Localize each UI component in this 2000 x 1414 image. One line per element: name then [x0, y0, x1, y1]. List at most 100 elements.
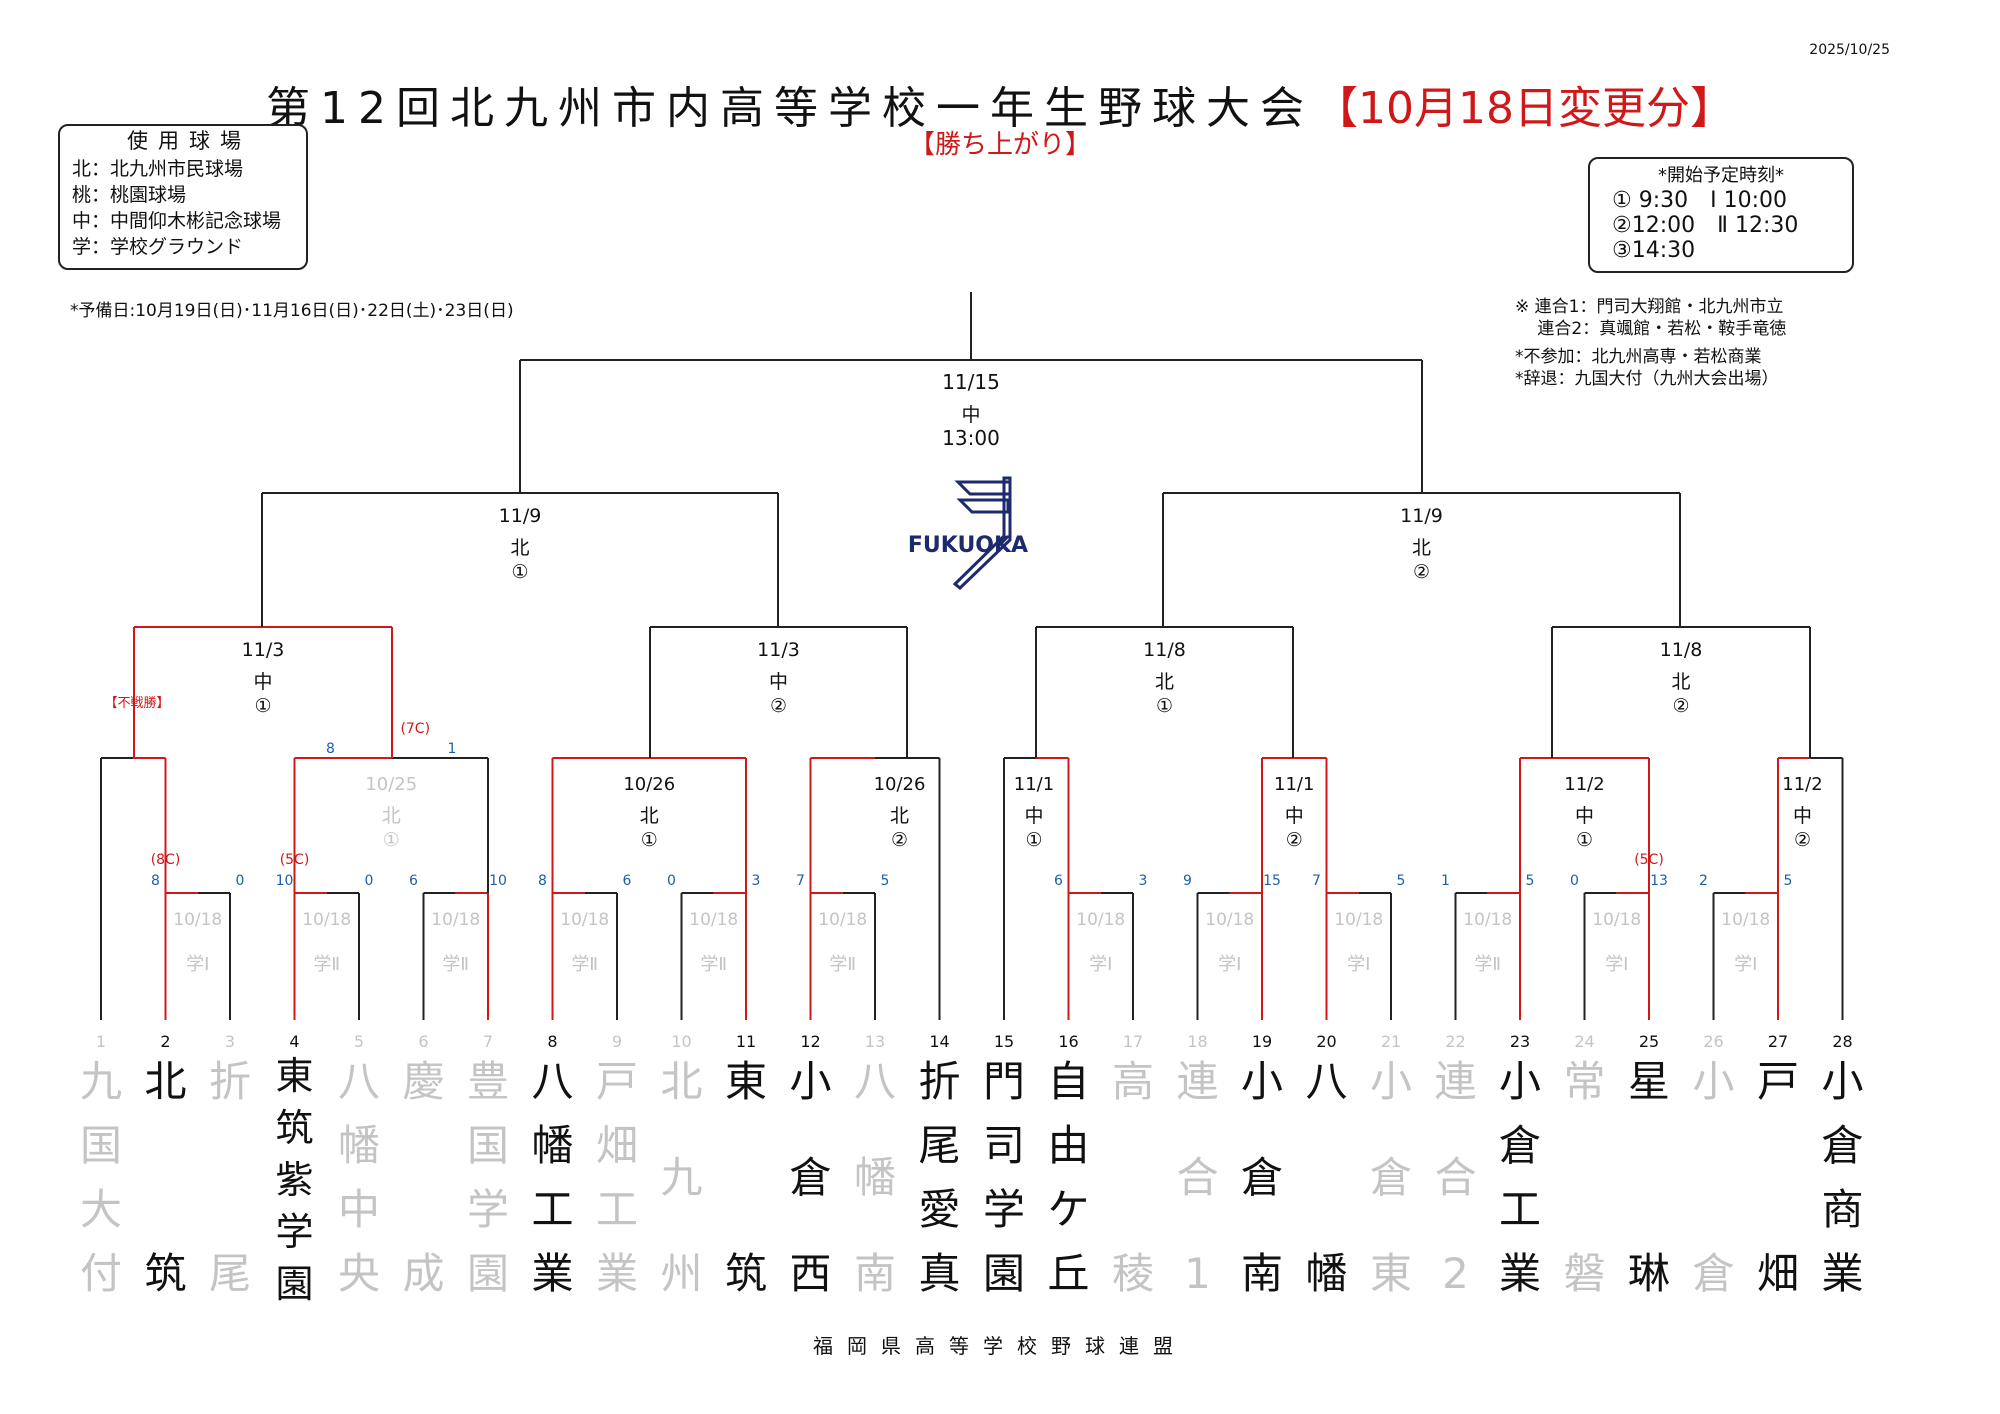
team-name: 門司学園: [982, 1057, 1025, 1298]
match-date: 11/9: [499, 505, 542, 527]
notes-block: ※ 連合1：門司大翔館・北九州市立 連合2：真颯館・若松・鞍手竜徳 *不参加：北…: [1515, 296, 1786, 390]
start-time-row: ① 9:30 Ⅰ 10:00: [1612, 188, 1788, 213]
team-number: 17: [1123, 1032, 1143, 1051]
match-date: 11/1: [1274, 774, 1314, 795]
team-name: 常磐: [1563, 1057, 1606, 1298]
team-number: 21: [1381, 1032, 1401, 1051]
match-note: (7C): [400, 721, 430, 737]
match-venue: 北: [510, 537, 529, 559]
match-date: 11/2: [1564, 774, 1604, 795]
note-line: *不参加：北九州高専・若松商業: [1515, 347, 1762, 367]
score: 9: [1183, 873, 1192, 889]
team-number: 23: [1510, 1032, 1530, 1051]
match-number: ②: [891, 829, 908, 851]
match-number: ①: [383, 829, 400, 851]
team-number: 13: [865, 1032, 885, 1051]
match-number: ①: [254, 695, 271, 717]
team-number: 15: [994, 1032, 1014, 1051]
match-venue: 学Ⅱ: [442, 954, 469, 975]
venue-item: 北：北九州市民球場: [72, 158, 244, 180]
team-number: 24: [1574, 1032, 1594, 1051]
score: 1: [1441, 873, 1450, 889]
match-venue: 学Ⅰ: [186, 954, 209, 975]
team-name: 自由ケ丘: [1047, 1057, 1090, 1298]
score: 0: [667, 873, 676, 889]
title-change-note: 【10月18日変更分】: [1314, 83, 1734, 134]
team-name: 小倉商業: [1821, 1057, 1864, 1298]
match-date: 10/18: [1076, 910, 1125, 930]
match-date: 10/18: [560, 910, 609, 930]
issue-date: 2025/10/25: [1809, 42, 1890, 58]
score: 6: [409, 873, 418, 889]
team-number: 26: [1703, 1032, 1723, 1051]
venues-box: 使用球場 北：北九州市民球場 桃：桃園球場 中：中間仰木彬記念球場 学：学校グラ…: [58, 124, 308, 270]
score: 6: [623, 873, 632, 889]
match-date: 11/2: [1782, 774, 1822, 795]
team-number: 10: [671, 1032, 691, 1051]
match-venue: 北: [1155, 671, 1174, 693]
score: 6: [1054, 873, 1063, 889]
venue-item: 中：中間仰木彬記念球場: [72, 210, 282, 232]
reserve-days: *予備日:10月19日(日)･11月16日(日)･22日(土)･23日(日): [70, 301, 514, 321]
team-name: 北九州: [660, 1057, 703, 1298]
match-venue: 中: [253, 671, 272, 693]
score: 7: [796, 873, 805, 889]
team-name: 小倉工業: [1498, 1057, 1541, 1298]
score: 0: [1570, 873, 1579, 889]
match-number: ①: [1156, 695, 1173, 717]
match-venue: 学Ⅰ: [1605, 954, 1628, 975]
page-title: 第12回北九州市内高等学校一年生野球大会【10月18日変更分】: [0, 72, 2000, 136]
venue-item: 学：学校グラウンド: [72, 236, 244, 258]
team-number: 8: [547, 1032, 557, 1051]
match-venue: 学Ⅱ: [571, 954, 598, 975]
match-venue: 中: [1285, 805, 1304, 827]
team-name: 折尾愛真: [918, 1057, 961, 1298]
match-date: 10/26: [874, 774, 926, 795]
score: 0: [365, 873, 374, 889]
team-number: 4: [289, 1032, 299, 1051]
score: 8: [326, 741, 335, 757]
start-times-box: *開始予定時刻* ① 9:30 Ⅰ 10:00 ②12:00 Ⅱ 12:30 ③…: [1588, 157, 1854, 273]
score: 3: [1139, 873, 1148, 889]
team-name: 八幡中央: [337, 1057, 380, 1298]
team-number: 19: [1252, 1032, 1272, 1051]
final-date: 11/15: [942, 370, 1000, 394]
team-number: 1: [96, 1032, 106, 1051]
match-date: 11/1: [1014, 774, 1054, 795]
team-name: 北筑: [144, 1057, 187, 1298]
team-number: 5: [354, 1032, 364, 1051]
final-venue: 中: [961, 404, 980, 426]
match-date: 10/18: [1721, 910, 1770, 930]
start-times-title: *開始予定時刻*: [1658, 165, 1784, 186]
score: 15: [1263, 873, 1281, 889]
score: 5: [1397, 873, 1406, 889]
score: 8: [538, 873, 547, 889]
team-name: 東筑: [724, 1057, 767, 1298]
match-venue: 北: [1671, 671, 1690, 693]
team-name: 星琳: [1627, 1057, 1670, 1298]
match-venue: 中: [1793, 805, 1812, 827]
match-date: 10/18: [689, 910, 738, 930]
match-number: ②: [1286, 829, 1303, 851]
match-number: ②: [770, 695, 787, 717]
score: 13: [1650, 873, 1668, 889]
score: 5: [881, 873, 890, 889]
score: 8: [151, 873, 160, 889]
team-name: 八幡: [1305, 1057, 1348, 1298]
match-number: ①: [641, 829, 658, 851]
score: 10: [276, 873, 294, 889]
team-number: 9: [612, 1032, 622, 1051]
team-number: 12: [800, 1032, 820, 1051]
match-number: ①: [1576, 829, 1593, 851]
match-note: 【不戦勝】: [104, 696, 169, 711]
team-name: 豊国学園: [466, 1057, 509, 1298]
score: 10: [489, 873, 507, 889]
match-venue: 学Ⅱ: [1474, 954, 1501, 975]
team-name: 小倉西: [789, 1057, 832, 1298]
match-number: ①: [1025, 829, 1042, 851]
team-name: 九国大付: [79, 1057, 122, 1298]
match-venue: 学Ⅰ: [1734, 954, 1757, 975]
